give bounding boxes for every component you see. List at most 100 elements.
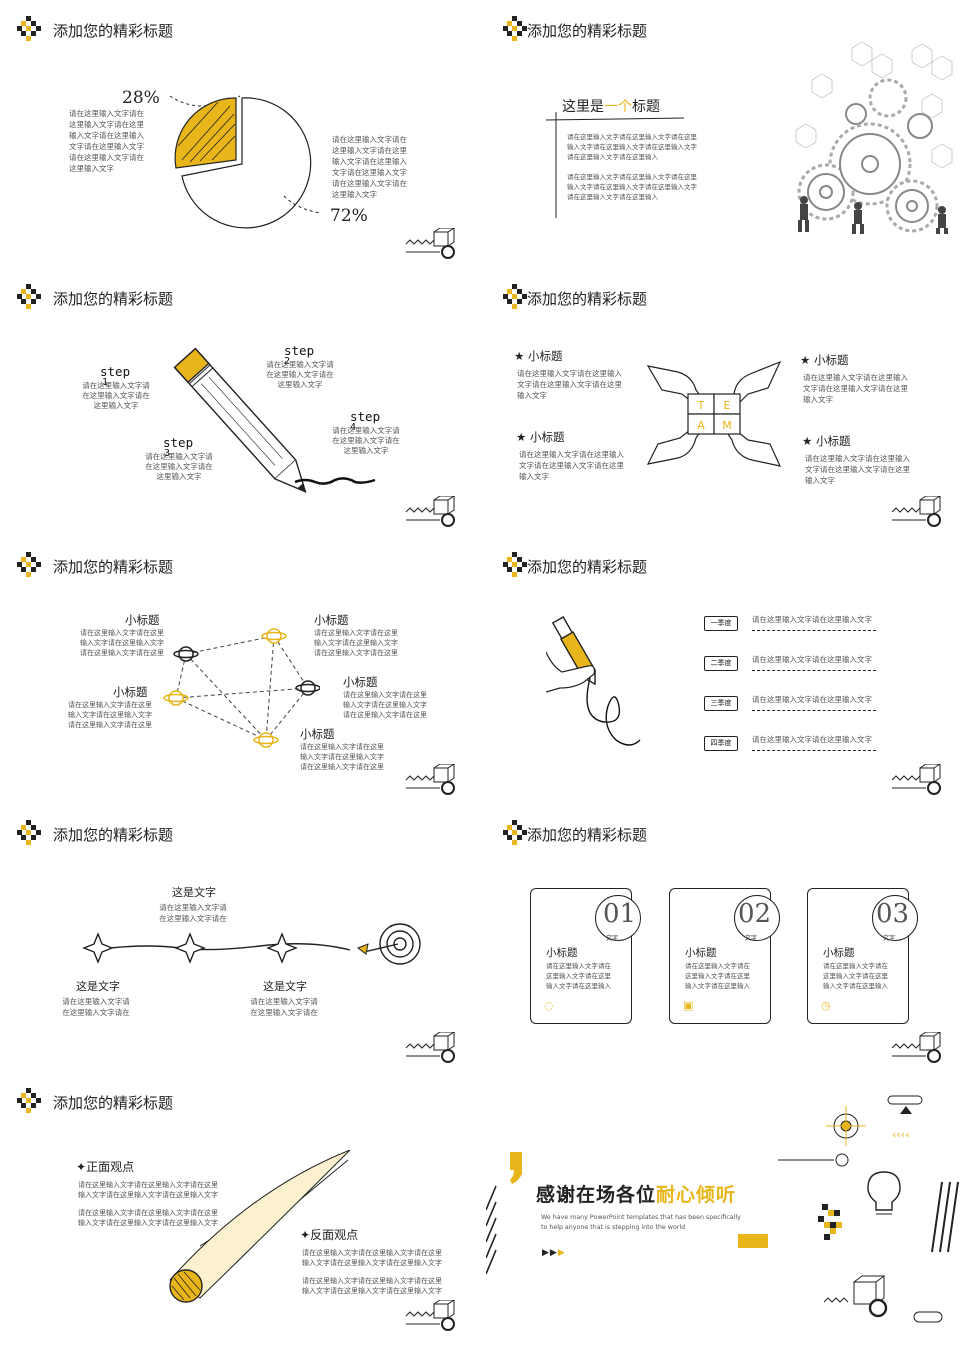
item-5-text: 请在这里输入文字请在这里 输入文字请在这里输入文字 请在这里输入文字请在这里 (300, 743, 384, 771)
yellow-bar (738, 1234, 768, 1248)
english-subtitle: We have many PowerPoint templates that h… (541, 1214, 741, 1231)
slide-timeline: 添加您的精彩标题 这是文字 请在这里输入文字请 在这里输入文字请在 这是文字 请… (0, 804, 474, 1072)
item-2-heading: 小标题 (314, 613, 349, 627)
card-2: 02 文字 小标题 请在这里输入文字请在 这里输入文字请在这里 输入文字请在这里… (669, 888, 780, 1024)
slide-title: 添加您的精彩标题 (527, 290, 648, 308)
step-1-text: 请在这里输入文字请 在这里输入文字请在 这里输入文字 (82, 381, 150, 410)
lock-icon: ▣ (683, 999, 694, 1012)
card-3: 03 文字 小标题 请在这里输入文字请在 这里输入文字请在这里 输入文字请在这里… (807, 888, 918, 1024)
quarter-label: 四季度 (704, 736, 738, 751)
step-1-number: 1 (102, 377, 109, 388)
quarter-text: 请在这里输入文字请在这里输入文字 (752, 735, 872, 744)
slide-pie: 添加您的精彩标题 28% 请在这里输入文字请在 这里输入文字请在这里 输入文字请… (0, 0, 474, 268)
positive-text-1: 请在这里输入文字请在这里输入文字请在这里 输入文字请在这里输入文字请在这里输入文… (78, 1181, 218, 1199)
left-heading: 这是文字 (76, 980, 120, 993)
paragraph-1: 请在这里输入文字请在这里输入文字请在这里 输入文字请在这里输入文字请在这里输入文… (567, 133, 697, 161)
corner-doodle-icon (891, 496, 941, 527)
slide-viewpoints: 添加您的精彩标题 ✦正面观点 请在这里输入文字请在这里输入文字请在这里 输入文字… (0, 1072, 474, 1340)
corner-doodle-icon (405, 1032, 455, 1063)
logo-icon (17, 284, 41, 309)
thanks-heading: 感谢在场各位耐心倾听 (536, 1180, 736, 1207)
sparkle-icon: ✦ (300, 1228, 311, 1242)
card-circle (872, 895, 918, 941)
item-5-heading: 小标题 (300, 727, 335, 741)
corner-doodle-icon (405, 1300, 455, 1331)
corner-doodle-icon (405, 764, 455, 795)
negative-text-1: 请在这里输入文字请在这里输入文字请在这里 输入文字请在这里输入文字请在这里输入文… (302, 1249, 442, 1267)
item-3-heading-text: 小标题 (813, 353, 849, 367)
card-number: 03 (876, 899, 910, 929)
logo-icon (503, 820, 527, 845)
slide-title: 添加您的精彩标题 (53, 290, 174, 308)
positive-text-2: 请在这里输入文字请在这里输入文字请在这里 输入文字请在这里输入文字请在这里输入文… (78, 1209, 218, 1227)
logo-icon (17, 1088, 41, 1113)
card-circle (734, 895, 780, 941)
logo-icon (503, 16, 527, 41)
slide-title: 添加您的精彩标题 (527, 22, 648, 40)
timeline-arrow-icon (82, 923, 421, 965)
card-tag: 文字 (606, 935, 619, 942)
corner-doodle-icon (405, 496, 455, 527)
right-deco-icon: ‹‹‹‹ (778, 1095, 959, 1323)
step-4-number: 4 (350, 422, 357, 433)
slide-title: 添加您的精彩标题 (53, 1094, 174, 1112)
corner-doodle-icon (891, 1032, 941, 1063)
logo-icon (17, 820, 41, 845)
puzzle-letter-m: M (722, 419, 732, 432)
step-1-label: step (100, 364, 131, 379)
positive-heading: ✦正面观点 (76, 1158, 134, 1175)
chat-icon: ◌ (544, 999, 554, 1012)
logo-icon (17, 16, 41, 41)
quarter-text: 请在这里输入文字请在这里输入文字 (752, 615, 872, 624)
step-2-number: 2 (284, 356, 291, 367)
item-2-heading-text: 小标题 (529, 430, 565, 444)
card-text: 请在这里输入文字请在 这里输入文字请在这里 输入文字请在这里输入 (823, 962, 888, 990)
logo-icon (17, 552, 41, 577)
item-1-text: 请在这里输入文字请在这里 输入文字请在这里输入文字 请在这里输入文字请在这里 (80, 629, 164, 657)
top-heading: 这是文字 (172, 886, 216, 899)
item-1-text: 请在这里输入文字请在这里输入 文字请在这里输入文字请在这里 输入文字 (517, 369, 622, 400)
dashed-divider (752, 750, 876, 751)
heading: 这里是一个标题 (562, 96, 660, 116)
left-text: 请在这里输入文字请 在这里输入文字请在 (62, 997, 130, 1017)
card-number: 02 (738, 899, 772, 929)
card-heading: 小标题 (546, 947, 578, 959)
pct-28: 28% (122, 88, 160, 108)
card-number: 01 (603, 899, 637, 929)
corner-doodle-icon (405, 228, 455, 259)
step-4-label: step (350, 409, 381, 424)
puzzle-letter-t: T (697, 399, 705, 412)
quarter-label: 三季度 (704, 696, 738, 711)
star-icon: ★ (802, 434, 813, 448)
clock-icon: ◷ (821, 999, 831, 1012)
slide-planets: 添加您的精彩标题 小标题 请在这里输入文字请在这里 输入文字请在这里输入文字 请… (0, 536, 474, 804)
slide-cards: 添加您的精彩标题 01 文字 小标题 请在这里输入文字请在 这里输入文字请在这里… (486, 804, 960, 1072)
item-2-heading: ★ 小标题 (516, 429, 564, 445)
card-text: 请在这里输入文字请在 这里输入文字请在这里 输入文字请在这里输入 (685, 962, 750, 990)
thanks-part-b: 耐心倾听 (656, 1184, 737, 1206)
dashed-divider (752, 630, 876, 631)
quarter-text: 请在这里输入文字请在这里输入文字 (752, 695, 872, 704)
star-icon: ★ (514, 349, 525, 363)
step-4-text: 请在这里输入文字请 在这里输入文字请在 这里输入文字 (332, 426, 400, 455)
item-3-heading: 小标题 (113, 685, 148, 699)
slide-quarters: 添加您的精彩标题 一季度 请在这里输入文字请在这里输入文字 二季度 请在这里输入… (486, 536, 960, 804)
slide-title: 添加您的精彩标题 (527, 826, 648, 844)
heading-frame (545, 112, 685, 218)
planet-network-icon (163, 628, 320, 748)
slide-title: 添加您的精彩标题 (53, 22, 174, 40)
quarter-list: 一季度 请在这里输入文字请在这里输入文字 二季度 请在这里输入文字请在这里输入文… (704, 614, 944, 774)
item-1-heading: 小标题 (125, 613, 160, 627)
text-left: 请在这里输入文字请在 这里输入文字请在这里 输入文字请在这里输入 文字请在这里输… (69, 109, 144, 173)
negative-heading-text: 反面观点 (310, 1228, 359, 1242)
top-text: 请在这里输入文字请 在这里输入文字请在 (159, 903, 227, 923)
positive-heading-text: 正面观点 (86, 1160, 135, 1174)
dashed-divider (752, 710, 876, 711)
slide-title: 添加您的精彩标题 (53, 558, 174, 576)
item-2-text: 请在这里输入文字请在这里 输入文字请在这里输入文字 请在这里输入文字请在这里 (314, 629, 398, 657)
comet-illustration-icon (169, 1150, 351, 1303)
item-3-text: 请在这里输入文字请在这里输入 文字请在这里输入文字请在这里 输入文字 (803, 373, 908, 404)
quarter-label: 一季度 (704, 616, 738, 631)
item-2-text: 请在这里输入文字请在这里输入 文字请在这里输入文字请在这里 输入文字 (519, 450, 624, 481)
slide-steps: 添加您的精彩标题 step 1 请在这里输入文字请 在这里输入文字请在 这里输入… (0, 268, 474, 536)
